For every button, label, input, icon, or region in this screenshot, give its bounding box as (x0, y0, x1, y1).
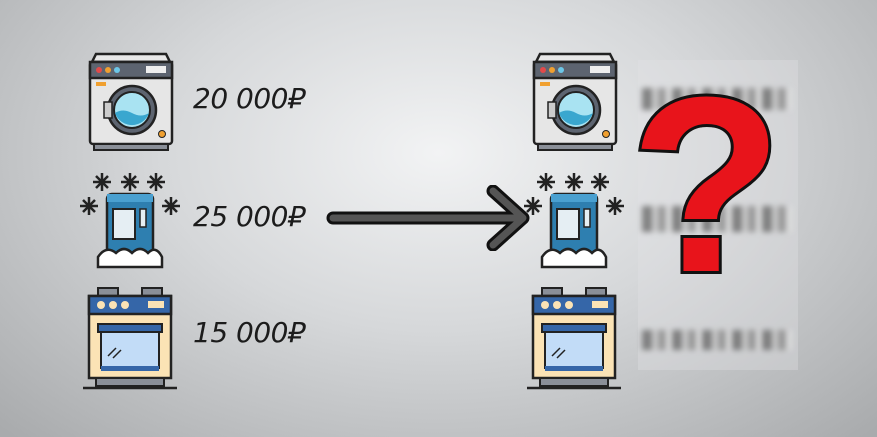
snowflake-icons (524, 173, 624, 215)
washing-machine-price: 20 000₽ (193, 82, 306, 115)
washing-machine-icon (88, 52, 174, 151)
blurred-price (642, 88, 792, 110)
freezer-price: 25 000₽ (193, 200, 306, 233)
oven-icon (527, 287, 621, 390)
blurred-price (642, 330, 792, 350)
oven-price: 15 000₽ (193, 316, 306, 349)
freezer-icon (524, 173, 624, 269)
blurred-price (642, 206, 792, 232)
snowflake-icons (80, 173, 180, 215)
question-mark: ? (627, 45, 786, 324)
washing-machine-icon (532, 52, 618, 151)
oven-icon (83, 287, 177, 390)
freezer-icon (80, 173, 180, 269)
arrow-icon (326, 185, 530, 251)
